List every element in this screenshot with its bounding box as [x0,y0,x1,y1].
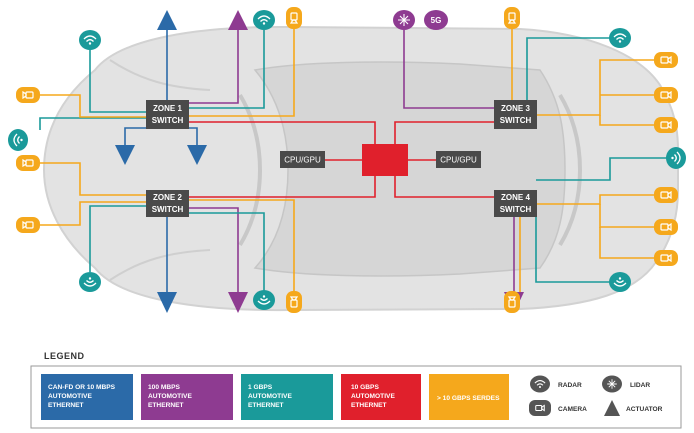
radar-icon [8,129,28,151]
camera-icon [654,219,678,235]
legend-radar-label: RADAR [558,382,582,389]
legend-key-lidar: LIDAR [602,375,650,393]
links-10gbps [189,121,498,198]
legend-key-actuator: ACTUATOR [604,400,663,416]
legend-actuator-label: ACTUATOR [626,406,663,413]
legend-100mbps-line3: ETHERNET [148,402,184,409]
actuator-up-icon [228,10,248,30]
legend-title: LEGEND [44,351,85,361]
legend: LEGEND CAN-FD OR 10 MBPS AUTOMOTIVE ETHE… [30,351,682,429]
camera-icon [16,87,40,103]
legend-can-line1: CAN-FD OR 10 MBPS [48,384,116,391]
radar-icon [609,28,631,48]
links-1gbps [39,30,668,293]
zone-2-line2: SWITCH [152,205,184,214]
zone-4-line2: SWITCH [500,205,532,214]
legend-item-100mbps: 100 MBPS AUTOMOTIVE ETHERNET [141,374,233,420]
legend-can-line2: AUTOMOTIVE [48,393,92,400]
camera-icon [529,400,551,416]
links-serdes [40,28,655,292]
legend-can-line3: ETHERNET [48,402,84,409]
camera-icon [504,291,520,313]
zone-3-switch: ZONE 3 SWITCH [494,100,537,129]
legend-10gbps-line2: AUTOMOTIVE [351,393,395,400]
links-100mbps [189,30,515,292]
radar-icon [666,147,686,169]
radar-icon [79,272,101,292]
actuator-up-icon [157,10,177,30]
camera-icon [654,250,678,266]
legend-100mbps-line1: 100 MBPS [148,384,180,391]
zone-3-line1: ZONE 3 [501,104,530,113]
radar-icon [609,272,631,292]
legend-100mbps-line2: AUTOMOTIVE [148,393,192,400]
legend-1gbps-line3: ETHERNET [248,402,284,409]
legend-10gbps-line1: 10 GBPS [351,384,379,391]
actuator-down-icon [228,292,248,313]
radar-icon [253,10,275,30]
central-compute: CPU/GPU CPU/GPU [280,144,481,176]
radar-icon [79,30,101,50]
camera-icon [16,217,40,233]
sensors: 5G [8,7,686,313]
actuator-icon [604,400,620,416]
legend-key-radar: RADAR [530,375,582,393]
actuator-down-icon [187,145,207,165]
camera-icon [654,52,678,68]
zone-2-line1: ZONE 2 [153,193,182,202]
radar-icon [253,290,275,310]
cpu-left-label: CPU/GPU [284,156,321,165]
camera-icon [654,187,678,203]
zone-1-switch: ZONE 1 SWITCH [146,100,189,129]
zone-3-line2: SWITCH [500,116,532,125]
legend-item-can: CAN-FD OR 10 MBPS AUTOMOTIVE ETHERNET [41,374,133,420]
zone-1-line1: ZONE 1 [153,104,182,113]
camera-icon [504,7,520,29]
actuator-down-icon [115,145,135,165]
actuator-down-icon [157,292,177,313]
legend-item-1gbps: 1 GBPS AUTOMOTIVE ETHERNET [241,374,333,420]
zone-2-switch: ZONE 2 SWITCH [146,190,189,217]
legend-1gbps-line1: 1 GBPS [248,384,273,391]
camera-icon [286,291,302,313]
legend-item-10gbps: 10 GBPS AUTOMOTIVE ETHERNET [341,374,421,420]
camera-icon [16,155,40,171]
fiveg-label: 5G [431,16,442,25]
legend-camera-label: CAMERA [558,406,587,413]
legend-lidar-label: LIDAR [630,382,650,389]
legend-serdes-line1: > 10 GBPS SERDES [437,395,500,402]
central-hub [362,144,408,176]
legend-1gbps-line2: AUTOMOTIVE [248,393,292,400]
camera-icon [654,117,678,133]
radar-icon [530,375,550,393]
camera-icon [286,7,302,29]
fiveg-icon: 5G [424,10,448,30]
zone-1-line2: SWITCH [152,116,184,125]
links-can [124,30,198,292]
zone-4-switch: ZONE 4 SWITCH [494,190,537,217]
lidar-icon [602,375,622,393]
legend-item-serdes: > 10 GBPS SERDES [429,374,509,420]
cpu-right-label: CPU/GPU [440,156,477,165]
lidar-icon [393,10,415,30]
car-silhouette [42,25,679,312]
camera-icon [654,87,678,103]
legend-key-camera: CAMERA [529,400,587,416]
zone-4-line1: ZONE 4 [501,193,530,202]
legend-10gbps-line3: ETHERNET [351,402,387,409]
